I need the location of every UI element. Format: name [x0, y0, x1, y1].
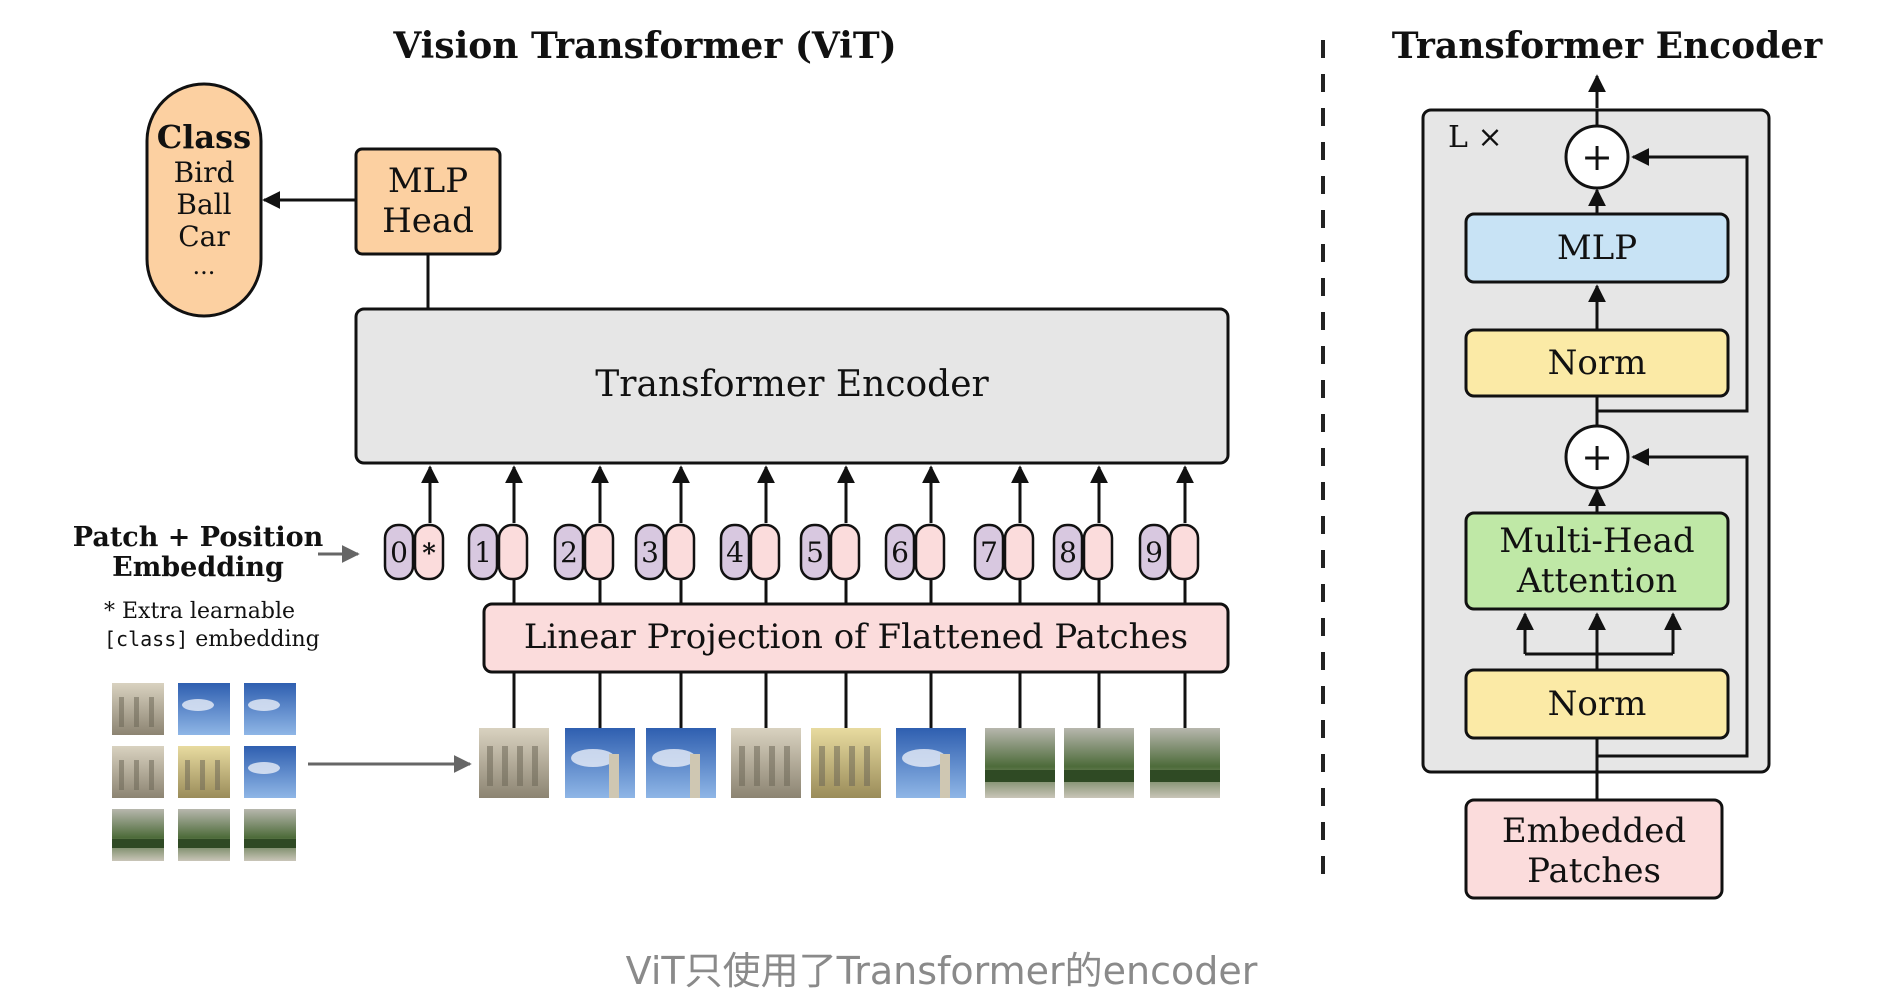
mlp-head-line1: MLP [388, 161, 468, 201]
residual-skip-attention [1597, 448, 1749, 758]
image-grid-patch-4 [112, 746, 164, 798]
flattened-patch-7 [985, 728, 1055, 798]
position-embedding-6 [884, 523, 916, 581]
position-embedding-8 [1052, 523, 1084, 581]
embedded-patches-line1: Embedded [1502, 811, 1686, 851]
flattened-patch-8 [1064, 728, 1134, 798]
image-grid-patch-9 [244, 809, 296, 861]
patch-embedding-1 [497, 523, 529, 581]
encoder-detail-title: Transformer Encoder [1392, 25, 1823, 67]
class-item-car: Car [178, 220, 230, 253]
embedding-label-line2: Embedding [112, 552, 284, 583]
image-grid-patch-1 [112, 683, 164, 735]
position-embedding-2 [553, 523, 585, 581]
position-embedding-0 [383, 523, 415, 581]
residual-skip-mlp [1597, 148, 1749, 413]
encoder-norm-top-label: Norm [1548, 343, 1647, 383]
encoder-mlp-box [1464, 212, 1730, 284]
position-index-6: 6 [891, 536, 909, 569]
flattened-patch-4 [731, 728, 801, 798]
flattened-patch-3 [646, 728, 716, 798]
patch-embedding-3 [664, 523, 696, 581]
flattened-patch-1 [479, 728, 549, 798]
flattened-patch-sequence [479, 672, 1220, 798]
residual-add-top [1564, 124, 1630, 190]
position-index-0: 0 [390, 536, 408, 569]
embedded-patches-line2: Patches [1527, 851, 1661, 891]
patch-embedding-7 [1003, 523, 1035, 581]
class-token-note-line1: * Extra learnable [104, 599, 295, 624]
class-token-note-rest: embedding [188, 627, 319, 652]
class-heading: Class [157, 118, 251, 156]
embedding-label-line1: Patch + Position [73, 522, 324, 553]
position-index-4: 4 [726, 536, 744, 569]
class-item-more: ... [193, 252, 216, 280]
input-image-patch-grid [112, 683, 296, 861]
encoder-mlp-label: MLP [1557, 228, 1637, 268]
image-grid-patch-6 [244, 746, 296, 798]
class-token-note-line2: [class] embedding [104, 627, 320, 652]
flattened-patch-5 [811, 728, 881, 798]
mlp-head-line2: Head [382, 201, 474, 241]
linear-projection-box [482, 602, 1230, 674]
position-index-7: 7 [980, 536, 998, 569]
position-embedding-3 [634, 523, 666, 581]
vit-title: Vision Transformer (ViT) [392, 25, 896, 67]
class-token-embedding [413, 523, 445, 581]
class-token-note-code: [class] [104, 627, 188, 651]
flattened-patch-2 [565, 728, 635, 798]
position-index-8: 8 [1059, 536, 1077, 569]
image-grid-patch-5 [178, 746, 230, 798]
position-embedding-9 [1138, 523, 1170, 581]
attention-line1: Multi-Head [1499, 521, 1694, 561]
position-embedding-7 [973, 523, 1005, 581]
flattened-patch-9 [1150, 728, 1220, 798]
transformer-encoder-label: Transformer Encoder [595, 364, 989, 405]
residual-add-bottom-symbol: + [1581, 435, 1613, 479]
encoder-norm-bottom-label: Norm [1548, 684, 1647, 724]
position-index-9: 9 [1145, 536, 1163, 569]
position-embedding-5 [799, 523, 831, 581]
linear-projection-label: Linear Projection of Flattened Patches [524, 617, 1188, 657]
residual-add-bottom [1564, 424, 1630, 490]
image-grid-patch-7 [112, 809, 164, 861]
position-embedding-4 [719, 523, 751, 581]
patch-embedding-5 [829, 523, 861, 581]
embedded-patches-box [1464, 798, 1724, 900]
patch-embedding-6 [914, 523, 946, 581]
image-grid-patch-2 [178, 683, 230, 735]
class-item-bird: Bird [174, 156, 235, 189]
patch-embedding-9 [1168, 523, 1200, 581]
flattened-patch-6 [896, 728, 966, 798]
patch-embedding-4 [749, 523, 781, 581]
transformer-encoder-box [354, 307, 1230, 465]
position-index-5: 5 [806, 536, 824, 569]
class-token-symbol: * [422, 539, 436, 569]
image-grid-patch-3 [244, 683, 296, 735]
qkv-split-lines [1525, 652, 1673, 670]
class-item-ball: Ball [176, 188, 231, 221]
token-embeddings: 0 * 1 2 3 4 5 6 7 8 9 [383, 465, 1200, 604]
position-index-2: 2 [560, 536, 578, 569]
patch-embedding-8 [1082, 523, 1114, 581]
multi-head-attention-box [1464, 511, 1730, 611]
residual-add-top-symbol: + [1581, 135, 1613, 179]
class-output-box [145, 82, 263, 318]
attention-line2: Attention [1516, 561, 1677, 601]
patch-embedding-2 [583, 523, 615, 581]
position-index-3: 3 [641, 536, 659, 569]
figure-caption: ViT只使用了Transformer的encoder [625, 949, 1258, 993]
position-index-1: 1 [474, 536, 492, 569]
position-embedding-1 [467, 523, 499, 581]
repeat-label: L × [1448, 120, 1503, 155]
image-grid-patch-8 [178, 809, 230, 861]
